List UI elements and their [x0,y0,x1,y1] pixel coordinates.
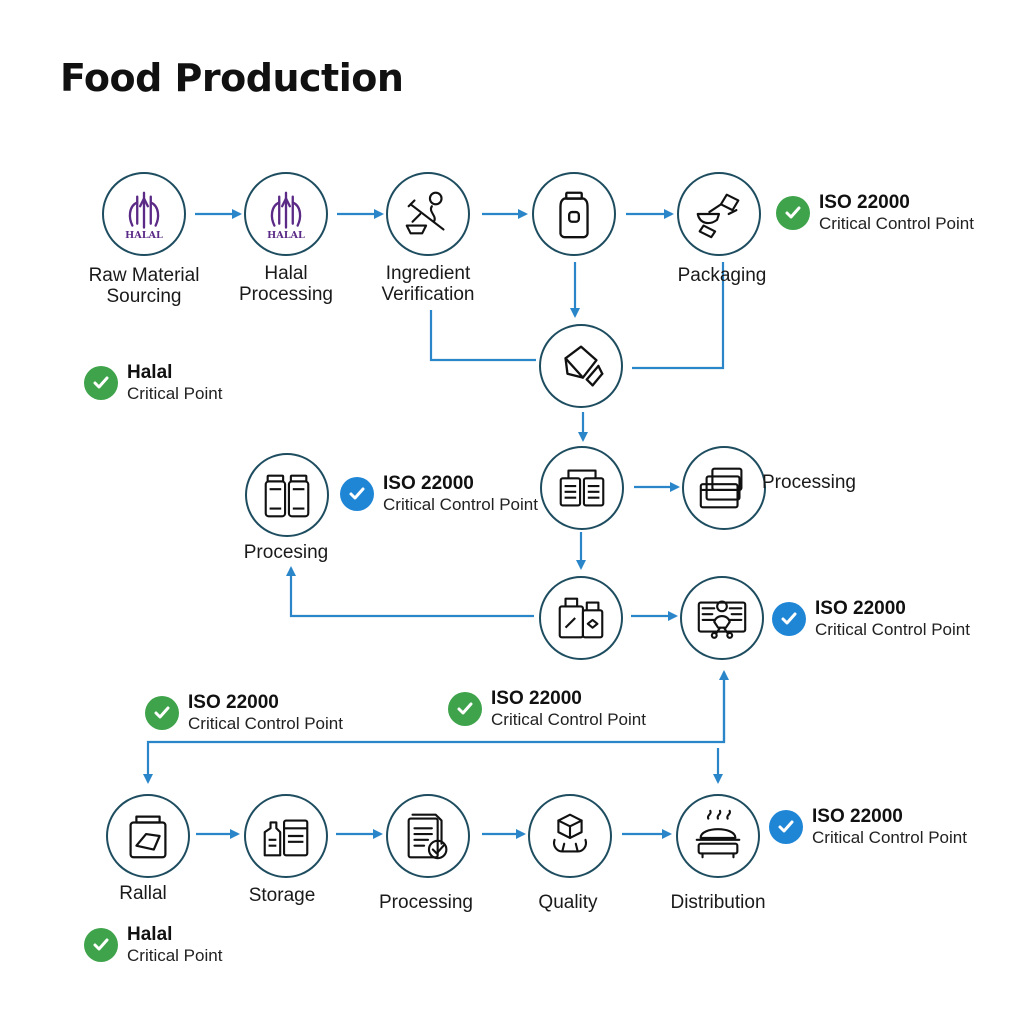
badge-iso-packaging: ISO 22000 Critical Control Point [776,192,974,234]
checkmark-icon [84,928,118,962]
label-quality: Quality [538,892,598,913]
badge-title: Halal [127,924,173,945]
checkmark-icon [772,602,806,636]
label-storage: Storage [248,885,316,906]
node-storage[interactable] [244,794,328,878]
node-ingredient-verification[interactable] [386,172,470,256]
folders-icon [699,467,743,509]
node-distribution[interactable] [676,794,760,878]
node-processing-right[interactable] [682,446,766,530]
inspection-board-icon [697,600,747,639]
arrow-boxes-to-procesing [286,566,534,618]
badge-title: Halal [127,362,173,383]
badge-subtitle: Critical Control Point [188,714,343,733]
badge-subtitle: Critical Control Point [812,828,967,847]
badge-title: ISO 22000 [815,598,906,619]
checklist-icon [407,813,448,860]
badge-title: ISO 22000 [812,806,903,827]
node-rolling[interactable] [539,324,623,408]
node-raw-material-sourcing[interactable]: HALAL [102,172,186,256]
node-packaging[interactable] [677,172,761,256]
node-boxes[interactable] [539,576,623,660]
halal-word: HALAL [267,230,305,241]
badge-iso-procesing: ISO 22000 Critical Control Point [340,473,538,515]
badge-subtitle: Critical Point [127,384,223,403]
page-title: Food Production [60,56,404,100]
badge-subtitle: Critical Point [127,946,223,965]
badge-iso-mid-lower: ISO 22000 Critical Control Point [448,688,646,730]
serving-icon [695,809,741,859]
label-halal-processing: Halal Processing [239,263,333,305]
label-processing-right: Processing [762,472,856,493]
line-verification-to-rolling [429,310,536,362]
halal-icon: HALAL [267,191,305,241]
checkmark-icon [448,692,482,726]
jar-icon [559,191,589,239]
badge-title: ISO 22000 [819,192,910,213]
node-procesing-left[interactable] [245,453,329,537]
packaging-icon [696,193,740,239]
label-procesing-left: Procesing [243,542,329,563]
node-halal-processing[interactable]: HALAL [244,172,328,256]
checkmark-icon [84,366,118,400]
node-rallal[interactable] [106,794,190,878]
documents-icon [559,469,605,507]
halal-icon: HALAL [125,191,163,241]
badge-iso-inspection: ISO 22000 Critical Control Point [772,598,970,640]
node-inspection[interactable] [680,576,764,660]
badge-subtitle: Critical Control Point [815,620,970,639]
label-rallal: Rallal [119,883,167,904]
badge-iso-distribution: ISO 22000 Critical Control Point [769,806,967,848]
checkmark-icon [340,477,374,511]
checkmark-icon [776,196,810,230]
package-icon [129,815,167,859]
storage-icon [263,819,309,857]
boxes-icon [558,597,604,639]
rolling-icon [564,345,604,387]
badge-halal-top: Halal Critical Point [84,362,222,404]
checkmark-icon [769,810,803,844]
badge-subtitle: Critical Control Point [819,214,974,233]
label-distribution: Distribution [670,892,766,913]
label-raw-material-sourcing: Raw Material Sourcing [88,265,200,307]
node-documents[interactable] [540,446,624,530]
label-processing-bottom: Processing [379,892,473,913]
node-quality[interactable] [528,794,612,878]
line-packaging-to-rolling [632,262,725,370]
node-processing-bottom[interactable] [386,794,470,878]
bottles-icon [264,474,310,518]
badge-title: ISO 22000 [383,473,474,494]
ingredient-inspection-icon [405,191,445,235]
badge-iso-left-lower: ISO 22000 Critical Control Point [145,692,343,734]
node-jar[interactable] [532,172,616,256]
badge-title: ISO 22000 [491,688,582,709]
quality-icon [553,813,587,853]
badge-halal-bottom: Halal Critical Point [84,924,222,966]
badge-subtitle: Critical Control Point [491,710,646,729]
badge-title: ISO 22000 [188,692,279,713]
checkmark-icon [145,696,179,730]
badge-subtitle: Critical Control Point [383,495,538,514]
label-ingredient-verification: Ingredient Verification [381,263,475,305]
halal-word: HALAL [125,230,163,241]
label-packaging: Packaging [677,265,767,286]
